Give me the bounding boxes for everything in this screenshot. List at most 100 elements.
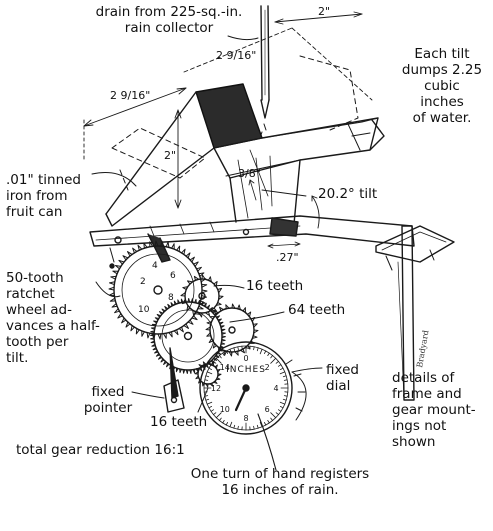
gear-tooth <box>182 369 186 374</box>
dial-tick <box>204 395 209 397</box>
wheel-tooth <box>231 303 236 309</box>
drain-label: drain from 225-sq.-in. rain collector <box>95 4 243 36</box>
gear-tooth <box>185 369 189 374</box>
gear-tooth <box>170 302 174 307</box>
gear-tooth <box>209 307 213 312</box>
wheel-tooth <box>234 350 239 356</box>
dial-tick <box>259 421 263 428</box>
ratchet-note: 50-tooth ratchet wheel ad- vances a half… <box>6 270 100 366</box>
ratchet-tooth <box>185 252 191 259</box>
wheel-tooth <box>253 329 259 334</box>
fixed-pointer-leader <box>131 391 165 399</box>
svg-text:10: 10 <box>138 305 150 315</box>
wheel-tooth <box>208 337 214 343</box>
dial-tick <box>256 424 259 429</box>
dial-tick <box>205 375 210 378</box>
ratchet-tooth <box>157 333 162 340</box>
gear-tooth <box>155 353 161 357</box>
gear-tooth <box>192 368 196 374</box>
ratchet-tooth <box>130 325 135 332</box>
dial-tick <box>205 398 210 401</box>
ratchet-tooth <box>122 255 129 261</box>
gear-tooth <box>184 298 187 303</box>
artist-signature: Bradyard <box>415 330 430 369</box>
gear-tooth <box>211 309 216 314</box>
dial-tick <box>282 375 287 378</box>
ratchet-leader <box>95 281 121 298</box>
gear-tooth <box>214 354 220 358</box>
ratchet-tooth <box>121 317 127 324</box>
ratchet-tooth <box>197 305 204 310</box>
right-support-post <box>375 225 455 401</box>
ratchet-tooth <box>201 289 208 294</box>
dial-tick <box>233 424 236 429</box>
dial-tick <box>267 352 270 357</box>
ratchet-tooth <box>115 265 122 270</box>
ratchet-tooth <box>200 295 207 299</box>
dial-number: 8 <box>243 414 248 423</box>
fixed-pointer-label: fixed pointer <box>83 384 133 416</box>
tilt-angle-label: 20.2° tilt <box>318 186 378 202</box>
ratchet-tooth <box>154 240 159 247</box>
tinned-iron-note: .01" tinned iron from fruit can <box>6 172 82 220</box>
ratchet-tooth <box>187 319 194 325</box>
gear-tooth <box>220 325 225 329</box>
gear-tooth <box>199 366 203 372</box>
gear-tooth <box>200 301 204 306</box>
dial-tick <box>222 419 225 424</box>
gear-tooth <box>151 343 156 347</box>
gear-64-leader <box>229 311 285 323</box>
pinion-upper <box>180 274 224 318</box>
svg-text:4: 4 <box>152 261 158 271</box>
wheel-tooth <box>206 321 213 325</box>
ratchet-tooth <box>163 332 167 339</box>
ratchet-tooth <box>178 326 184 333</box>
dial-tick <box>270 412 277 419</box>
ratchet-tooth <box>143 242 148 249</box>
dial-tick <box>225 350 229 355</box>
dial-tick <box>267 419 270 424</box>
pinion-tooth <box>209 382 214 387</box>
gear-tooth <box>159 311 164 315</box>
gear-tooth <box>197 299 201 305</box>
gear-tooth <box>221 335 226 339</box>
pinion-upper-leader <box>213 284 245 289</box>
one-turn-note: One turn of hand registers 16 inches of … <box>190 466 370 498</box>
pinion-tooth <box>217 373 222 377</box>
pinion-tooth <box>180 292 186 297</box>
ratchet-tooth <box>111 303 118 308</box>
pinion-tooth <box>181 298 187 305</box>
dial-tick <box>277 364 282 367</box>
dial-back-gear <box>285 359 307 421</box>
ratchet-tooth <box>183 323 189 329</box>
dial-tick <box>270 417 274 421</box>
gear-tooth <box>154 317 160 321</box>
dial-tick <box>279 401 286 405</box>
dial-tick <box>213 412 217 416</box>
dimension-top: 2" <box>318 5 331 18</box>
svg-text:8: 8 <box>168 293 174 303</box>
pinion-tooth <box>215 302 222 306</box>
ratchet-tooth <box>165 241 170 248</box>
dial-tick <box>229 421 233 428</box>
fixed-dial-label: fixed dial <box>326 362 359 394</box>
wheel-tooth <box>237 304 241 311</box>
frame-bar <box>89 215 415 247</box>
dial-tick <box>204 379 209 381</box>
pinion-tooth <box>198 364 203 368</box>
dial-tick <box>215 412 222 419</box>
ratchet-tooth <box>109 281 116 285</box>
small-dimension <box>248 179 257 201</box>
dial-tick <box>283 379 288 381</box>
dial-tick <box>213 360 217 364</box>
gear-tooth <box>190 298 194 303</box>
wheel-tooth <box>206 332 212 337</box>
pinion-tooth <box>216 368 221 373</box>
ratchet-tooth <box>181 248 186 255</box>
dial-tick <box>270 355 274 359</box>
pinion-tooth <box>217 287 223 294</box>
gear-tooth <box>156 314 162 318</box>
wheel-tooth <box>212 342 217 349</box>
top-dimensions <box>83 11 373 209</box>
wheel-tooth <box>252 323 258 328</box>
